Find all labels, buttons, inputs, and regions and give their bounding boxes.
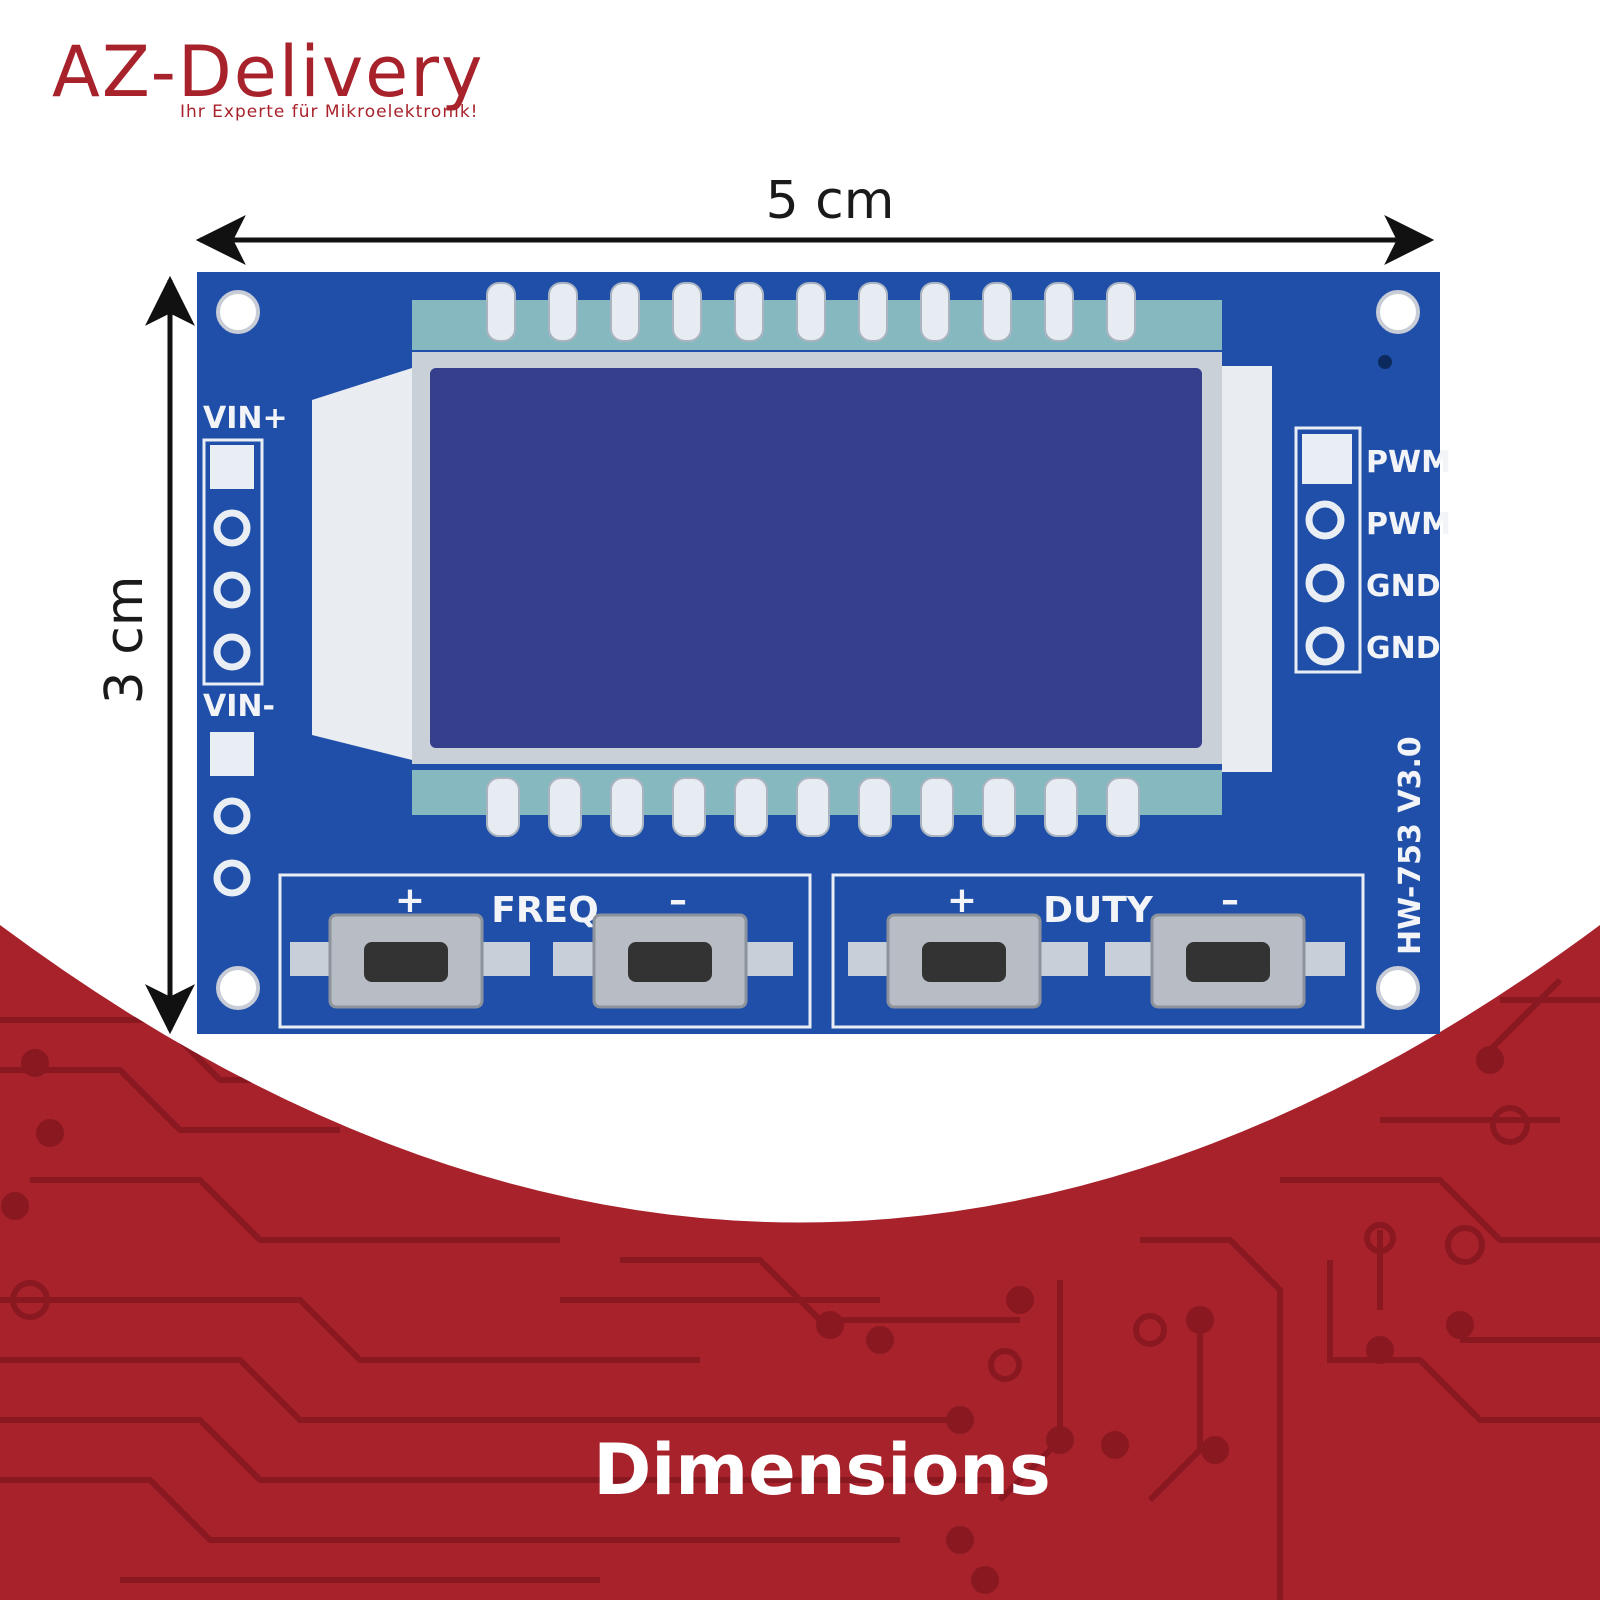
lcd-display	[430, 368, 1202, 748]
freq-minus-label: –	[669, 880, 687, 921]
freq-button-group: + FREQ –	[278, 873, 812, 1029]
width-dimension: 5 cm	[195, 171, 1435, 265]
freq-plus-button[interactable]	[290, 913, 530, 1009]
gnd-label-1: GND	[1366, 569, 1441, 604]
vin-minus-label: VIN-	[203, 689, 275, 724]
duty-button-group: + DUTY –	[831, 873, 1365, 1029]
height-dimension: 3 cm	[95, 275, 195, 1035]
vin-plus-label: VIN+	[203, 401, 288, 436]
brand-logo: AZ-Delivery Ihr Experte für Mikroelektro…	[52, 31, 484, 122]
left-pin-header: VIN+ VIN-	[202, 401, 288, 897]
pwm-label-1: PWM	[1366, 445, 1451, 480]
lcd-top-pins	[412, 282, 1222, 350]
width-label: 5 cm	[766, 171, 895, 231]
lcd-ribbon-right	[1222, 366, 1272, 772]
height-label: 3 cm	[95, 576, 155, 705]
duty-minus-label: –	[1221, 880, 1239, 921]
freq-label: FREQ	[491, 890, 599, 931]
mounting-holes	[216, 290, 1420, 1010]
duty-plus-button[interactable]	[848, 913, 1088, 1009]
lcd-ribbon-left	[312, 368, 412, 760]
circuit-background	[0, 925, 1600, 1600]
model-label: HW-753 V3.0	[1393, 736, 1428, 955]
gnd-label-2: GND	[1366, 631, 1441, 666]
lcd-bottom-pins	[412, 770, 1222, 837]
duty-label: DUTY	[1043, 890, 1154, 931]
freq-minus-button[interactable]	[553, 913, 793, 1009]
pcb-board: VIN+ VIN-	[197, 272, 1451, 1034]
duty-minus-button[interactable]	[1105, 913, 1345, 1009]
pwm-label-2: PWM	[1366, 507, 1451, 542]
right-pin-header: PWM PWM GND GND	[1294, 355, 1451, 674]
brand-logo-tagline: Ihr Experte für Mikroelektronik!	[180, 102, 478, 122]
brand-logo-name: AZ-Delivery	[52, 31, 484, 113]
footer-title: Dimensions	[593, 1429, 1051, 1511]
